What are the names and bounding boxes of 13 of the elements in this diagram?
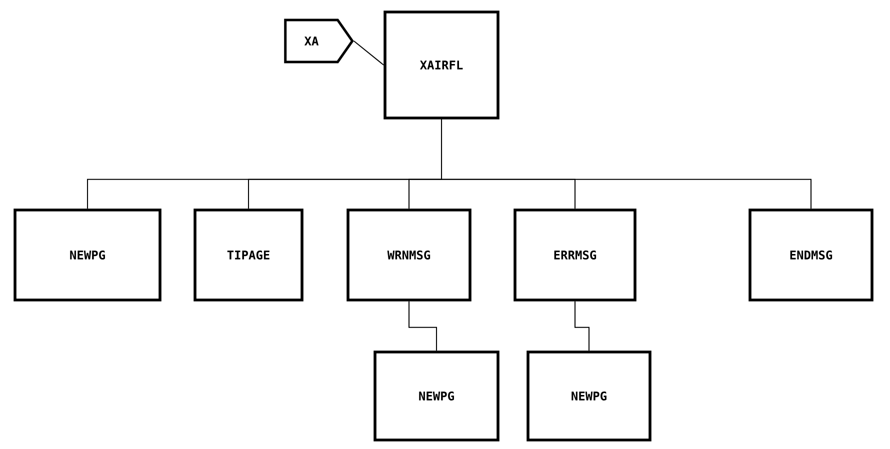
module-box: TIPAGE <box>194 208 304 302</box>
connector-line <box>408 300 437 352</box>
module-box: WRNMSG <box>346 208 472 302</box>
module-box: ENDMSG <box>748 208 874 302</box>
connector-line <box>441 118 812 210</box>
module-box: XAIRFL <box>384 10 500 120</box>
tag-box: XA <box>284 18 354 64</box>
connector-line <box>574 300 590 352</box>
module-box: ERRMSG <box>514 208 636 302</box>
module-box: NEWPG <box>14 208 162 302</box>
connector-line <box>353 40 384 66</box>
module-box: NEWPG <box>374 350 500 442</box>
module-box: NEWPG <box>526 350 652 442</box>
